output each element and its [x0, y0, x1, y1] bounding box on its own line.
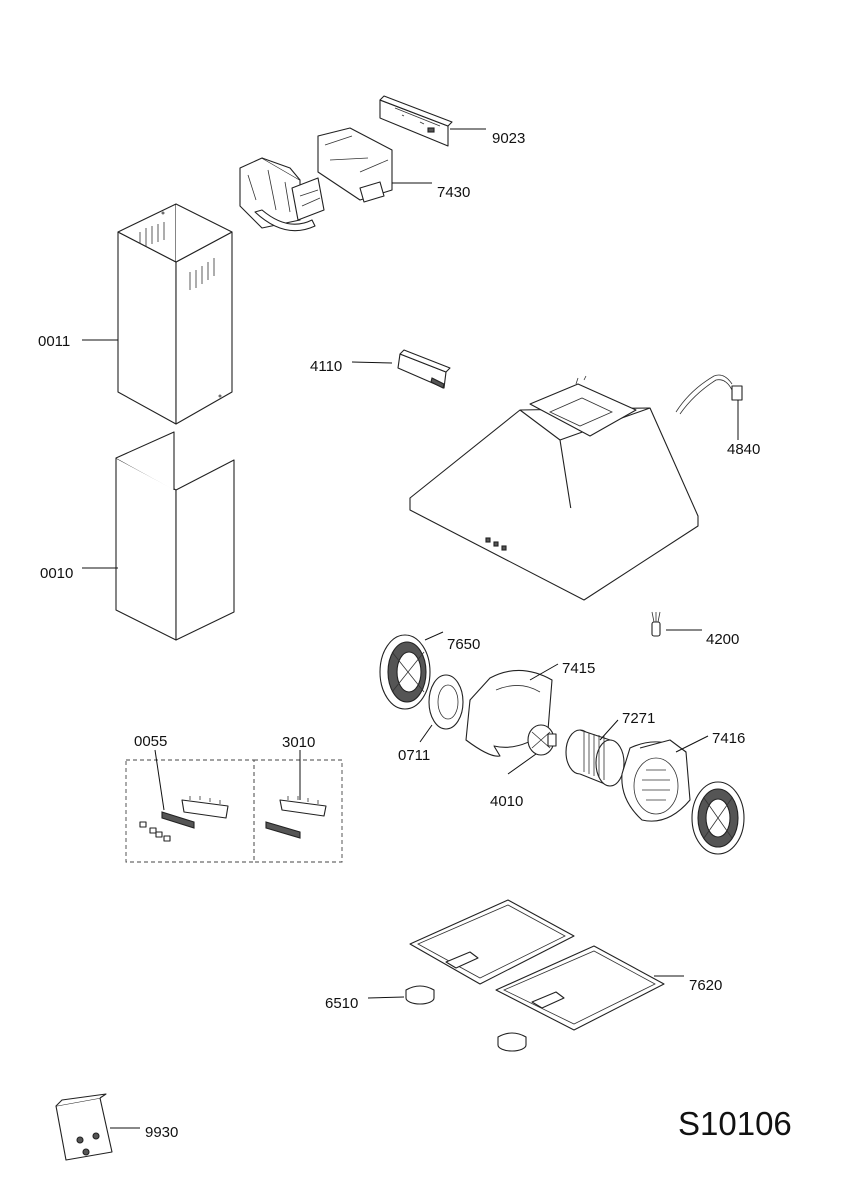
leader-0055 — [154, 749, 165, 811]
label-7430: 7430 — [437, 184, 470, 201]
grease-filters-drawing — [409, 899, 665, 1031]
label-9930: 9930 — [145, 1124, 178, 1141]
leader-0711 — [419, 724, 433, 743]
screw-bag-drawing — [55, 1093, 113, 1161]
label-0711: 0711 — [398, 747, 430, 764]
switch-cover-drawing — [397, 349, 451, 389]
fan-impeller-drawing — [565, 729, 625, 787]
label-7416: 7416 — [712, 730, 745, 747]
power-cable-drawing — [675, 374, 743, 415]
label-9023: 9023 — [492, 130, 525, 147]
upper-chimney-drawing — [117, 203, 233, 425]
label-7620: 7620 — [689, 977, 722, 994]
leader-6510 — [367, 996, 405, 999]
motor-drawing — [527, 724, 557, 756]
leader-4110 — [351, 361, 393, 364]
label-7271: 7271 — [622, 710, 655, 727]
fan-housing-left-drawing — [465, 669, 553, 757]
label-3010: 3010 — [282, 734, 315, 751]
motor-grille-front-drawing — [379, 634, 431, 710]
wall-bracket-drawing — [379, 95, 453, 147]
lower-chimney-drawing — [115, 431, 235, 641]
fan-housing-right-drawing — [621, 739, 691, 822]
filter-handles-drawing — [405, 985, 527, 1052]
label-4110: 4110 — [310, 358, 342, 375]
leader-7271 — [599, 719, 619, 741]
leader-4010 — [507, 753, 537, 775]
label-0011: 0011 — [38, 333, 70, 350]
motor-flange-drawing — [428, 674, 464, 730]
label-4010: 4010 — [490, 793, 523, 810]
drawing-code: S10106 — [678, 1105, 792, 1142]
air-outlet-drawing — [239, 127, 393, 232]
leader-7415 — [529, 663, 559, 681]
label-7650: 7650 — [447, 636, 480, 653]
label-6510: 6510 — [325, 995, 358, 1012]
label-0055: 0055 — [134, 733, 167, 750]
label-4200: 4200 — [706, 631, 739, 648]
capacitor-drawing — [651, 611, 661, 637]
leader-7650 — [424, 631, 444, 641]
hood-body-drawing — [409, 375, 699, 601]
label-0010: 0010 — [40, 565, 73, 582]
motor-grille-rear-drawing — [691, 781, 745, 855]
accessory-kits-drawing — [125, 759, 343, 863]
leader-7416 — [675, 735, 709, 753]
label-7415: 7415 — [562, 660, 595, 677]
label-4840: 4840 — [727, 441, 760, 458]
